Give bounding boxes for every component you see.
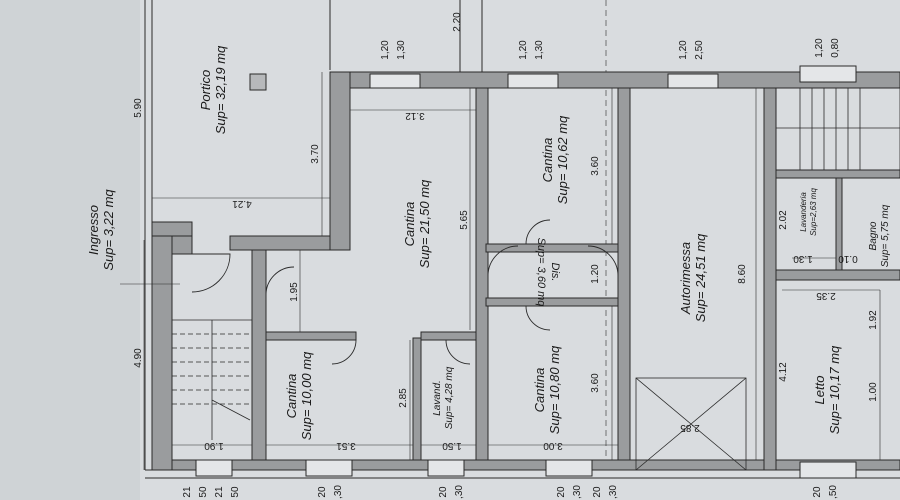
staircase-right — [775, 87, 900, 171]
garage-marker — [635, 377, 747, 471]
room-name: Portico — [198, 70, 213, 110]
dim-label: 1.00 — [868, 382, 879, 402]
dim-label: 3.60 — [590, 156, 601, 176]
dim-label: 1.30 — [793, 253, 813, 264]
room-area: Sup= 32,19 mq — [213, 45, 228, 134]
window-label: 21 — [182, 486, 193, 498]
dim-label: 1.95 — [289, 282, 300, 302]
room-area: Sup= 10,00 mq — [299, 351, 314, 440]
window-label: ,50 — [828, 485, 839, 499]
room-autorimessa: Autorimessa Sup= 24,51 mq — [678, 233, 708, 322]
window-labels-bottom: 21 50 21 50 20 ,30 20 ,30 20 ,30 20 ,30 … — [182, 485, 839, 499]
room-cantina-large: Cantina Sup= 21,50 mq — [402, 179, 432, 268]
room-disimpegno: Dis. Sup= 3,60 mq — [535, 238, 561, 308]
bottom-windows — [195, 459, 857, 479]
room-area: Sup= 4,28 mq — [444, 366, 455, 429]
dim-label: 1.20 — [590, 264, 601, 284]
room-area: Sup= 10,62 mq — [555, 115, 570, 204]
room-letto: Letto Sup= 10,17 mq — [812, 345, 842, 434]
window-label: 2,50 — [694, 40, 705, 60]
room-name: Cantina — [402, 202, 417, 247]
top-windows — [369, 65, 857, 89]
window-label: 1,20 — [518, 40, 529, 60]
dim-label: 4.90 — [133, 348, 144, 368]
dim-label: 3.51 — [336, 440, 356, 451]
room-area: Sup= 3,60 mq — [535, 238, 547, 308]
window-label: 0,80 — [830, 38, 841, 58]
room-cantina-mid: Cantina Sup= 10,80 mq — [532, 345, 562, 434]
window-label: 20 — [556, 486, 567, 498]
dim-label: 3.60 — [590, 373, 601, 393]
dimension-lines — [120, 72, 881, 470]
dim-label: 4.21 — [232, 198, 252, 209]
window-label: 1,30 — [396, 40, 407, 60]
dim-label: 3.12 — [405, 110, 425, 121]
room-cantina-left: Cantina Sup= 10,00 mq — [284, 351, 314, 440]
window-label: 1,20 — [814, 38, 825, 58]
window-labels-top: 1,20 1,30 1,20 1,30 1,20 2,50 1,20 0,80 — [380, 38, 841, 60]
dim-label: 3.00 — [543, 440, 563, 451]
room-area: Sup= 10,80 mq — [547, 345, 562, 434]
window-label: ,30 — [572, 485, 583, 499]
room-ingresso: Ingresso Sup= 3,22 mq — [86, 189, 116, 271]
portico-pillar — [249, 73, 267, 91]
window-label: 50 — [230, 486, 241, 498]
room-cantina-top: Cantina Sup= 10,62 mq — [540, 115, 570, 204]
window-label: 1,20 — [380, 40, 391, 60]
room-area: Sup= 5,75 mq — [880, 204, 891, 267]
dim-label: 2.02 — [778, 210, 789, 230]
window-label: ,30 — [608, 485, 619, 499]
dimension-labels: 5.90 4.90 2.20 3.70 3.12 4.21 5.65 3.60 … — [133, 12, 879, 451]
window-label: 21 — [214, 486, 225, 498]
window-label: 20 — [592, 486, 603, 498]
dim-label: 0.10 — [838, 253, 858, 264]
room-name: Bagno — [868, 221, 879, 250]
room-area: Sup= 10,17 mq — [827, 345, 842, 434]
room-name: Lavand. — [432, 380, 443, 416]
room-name: Dis. — [549, 263, 561, 282]
window-label: 20 — [438, 486, 449, 498]
window-label: 20 — [317, 486, 328, 498]
room-name: Cantina — [532, 368, 547, 413]
dim-label: 5.65 — [459, 210, 470, 230]
dim-label: 8.60 — [737, 264, 748, 284]
window-label: ,30 — [333, 485, 344, 499]
dim-label: 2.85 — [680, 422, 700, 433]
paper-shadow — [0, 0, 140, 500]
room-name: Ingresso — [86, 205, 101, 255]
window-label: 50 — [198, 486, 209, 498]
window-label: 1,20 — [678, 40, 689, 60]
dim-label: 1.90 — [204, 440, 224, 451]
dim-label: 3.70 — [310, 144, 321, 164]
staircase-left — [172, 319, 252, 440]
dim-label: 2.85 — [398, 388, 409, 408]
dim-label: 4.12 — [778, 362, 789, 382]
room-name: Lavanderia — [799, 192, 808, 232]
room-name: Cantina — [284, 374, 299, 419]
window-label: ,30 — [454, 485, 465, 499]
room-area: Sup= 24,51 mq — [693, 233, 708, 322]
dim-label: 2.35 — [816, 290, 836, 301]
room-lavanderia: Lavanderia Sup=2,63 mq — [799, 188, 818, 236]
room-area: Sup= 3,22 mq — [101, 189, 116, 271]
dim-label: 2.20 — [452, 12, 463, 32]
room-name: Cantina — [540, 138, 555, 183]
room-bagno: Bagno Sup= 5,75 mq — [868, 204, 891, 267]
door-swings — [191, 219, 619, 365]
dim-label: 5.90 — [133, 98, 144, 118]
dim-label: 1.50 — [442, 440, 462, 451]
room-area: Sup=2,63 mq — [809, 188, 818, 236]
dim-label: 1.92 — [868, 310, 879, 330]
room-name: Autorimessa — [678, 242, 693, 315]
window-label: 20 — [812, 486, 823, 498]
room-portico: Portico Sup= 32,19 mq — [198, 45, 228, 134]
room-name: Letto — [812, 376, 827, 405]
window-label: 1,30 — [534, 40, 545, 60]
room-area: Sup= 21,50 mq — [417, 179, 432, 268]
room-lavand: Lavand. Sup= 4,28 mq — [432, 366, 455, 429]
